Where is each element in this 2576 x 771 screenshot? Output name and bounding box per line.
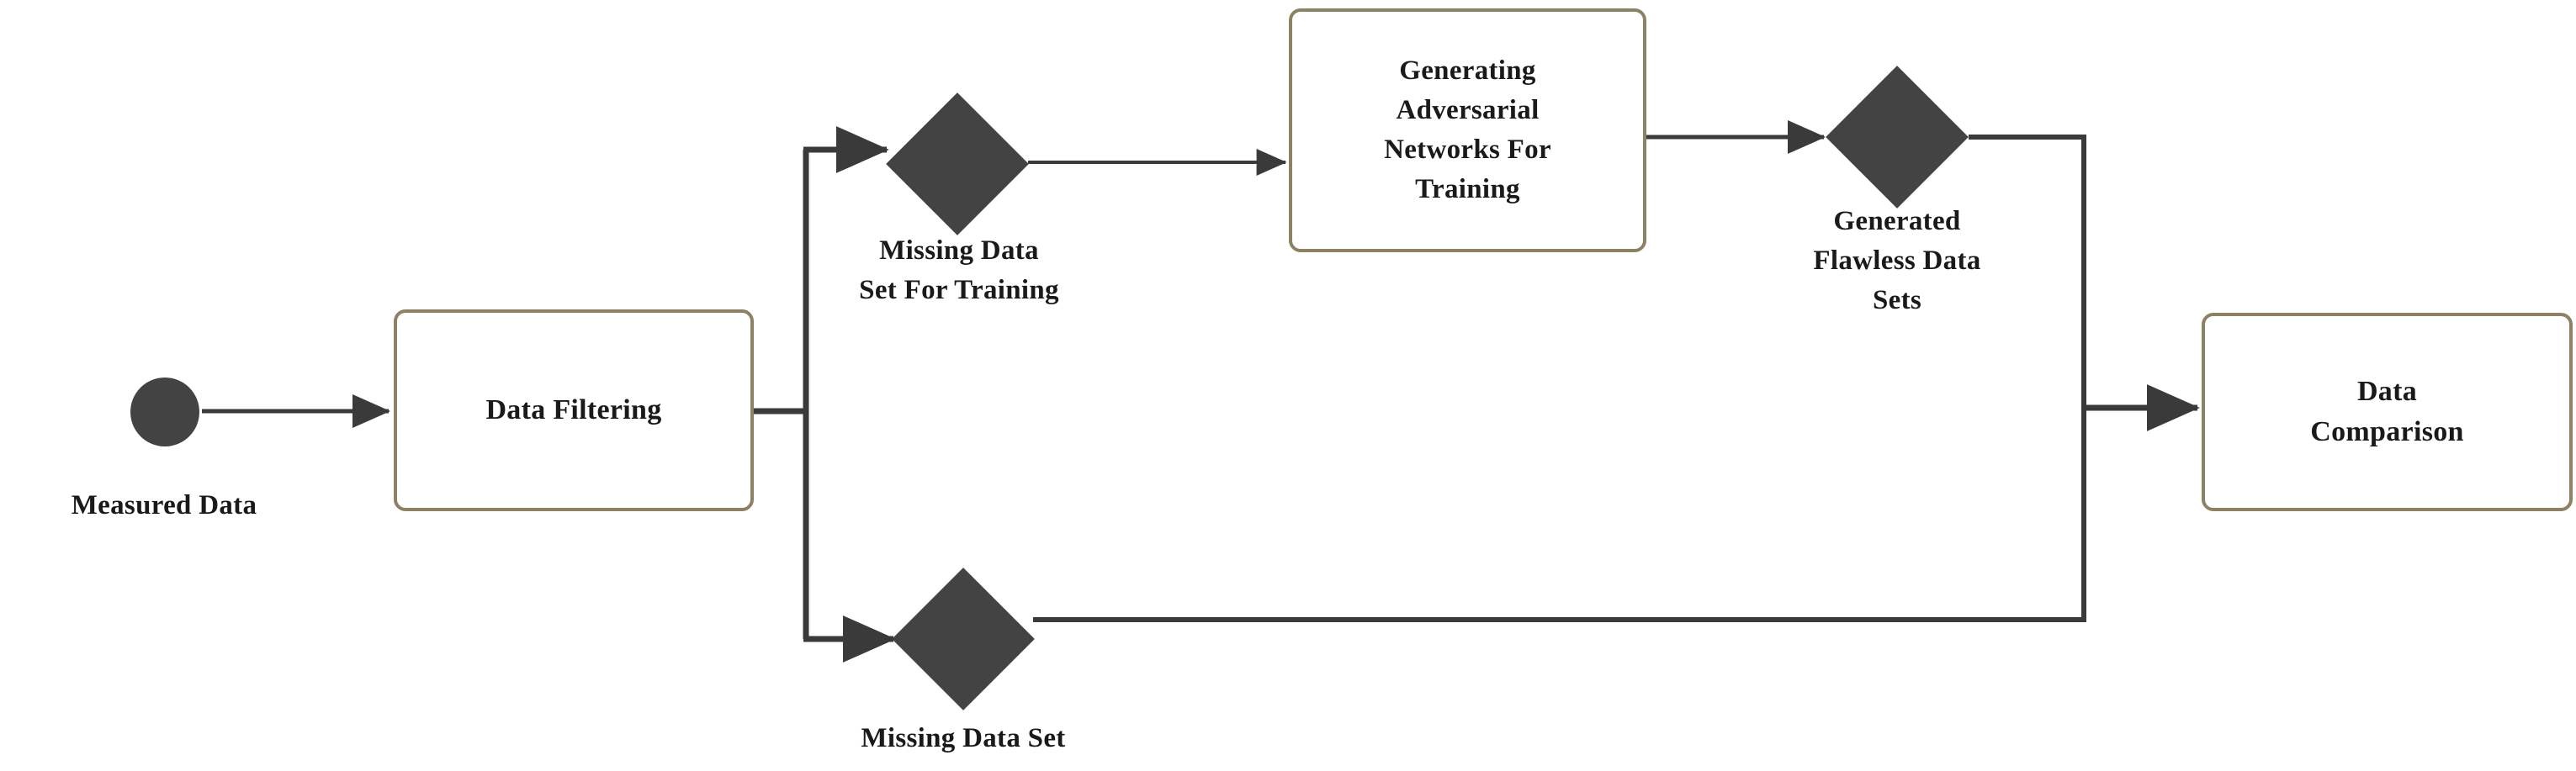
label-measured-data: Measured Data (71, 490, 257, 520)
label-gan-training: Generating Adversarial Networks For Trai… (1384, 55, 1551, 204)
node-measured-data[interactable] (130, 378, 199, 446)
node-gan-training[interactable]: Generating Adversarial Networks For Trai… (1289, 8, 1646, 252)
node-data-comparison[interactable]: Data Comparison (2202, 313, 2573, 511)
label-generated-flawless-data-sets: Generated Flawless Data Sets (1813, 206, 1981, 315)
label-data-comparison: Data Comparison (2310, 375, 2464, 447)
label-missing-data-set: Missing Data Set (861, 723, 1066, 753)
label-missing-data-set-for-training: Missing Data Set For Training (859, 235, 1059, 305)
label-data-filtering: Data Filtering (485, 393, 662, 425)
node-data-filtering[interactable]: Data Filtering (394, 309, 754, 511)
